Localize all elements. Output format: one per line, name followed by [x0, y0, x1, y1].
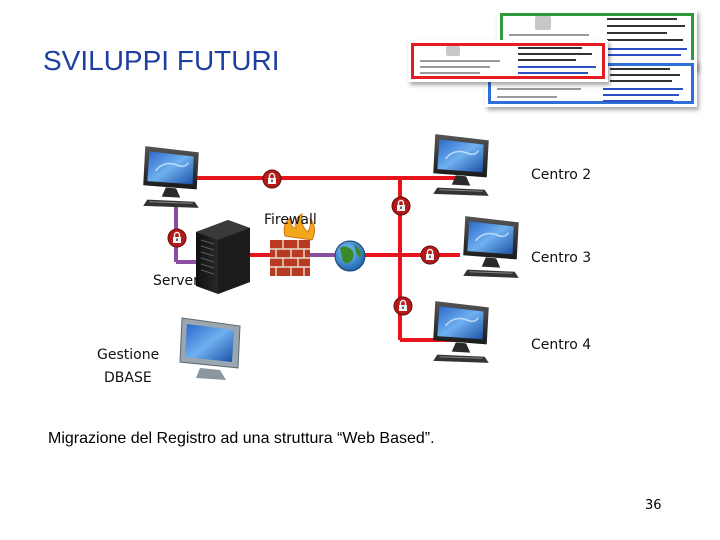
slide-caption: Migrazione del Registro ad una struttura…	[48, 430, 435, 447]
lock-icon	[393, 296, 413, 316]
monitor-icon	[179, 317, 241, 380]
label-centro-3: Centro 3	[531, 250, 592, 266]
label-centro-4: Centro 4	[531, 337, 592, 353]
globe-icon	[334, 240, 366, 272]
monitor-icon	[142, 145, 200, 209]
seal-icon	[446, 46, 460, 56]
label-gestione: Gestione	[97, 347, 160, 363]
lock-icon	[262, 169, 282, 189]
monitor-icon	[432, 300, 490, 364]
document-thumbnail-red	[408, 40, 608, 82]
monitor-icon	[432, 133, 490, 197]
page-number: 36	[645, 498, 662, 513]
monitor-icon	[462, 215, 520, 279]
lock-icon	[420, 245, 440, 265]
firewall-icon	[270, 213, 316, 276]
label-dbase: DBASE	[104, 370, 152, 386]
slide-title: SVILUPPI FUTURI	[43, 45, 280, 76]
server-tower-icon	[196, 220, 250, 294]
label-server: Server	[153, 273, 199, 289]
label-centro-2: Centro 2	[531, 167, 592, 183]
lock-icon	[391, 196, 411, 216]
seal-icon	[535, 16, 551, 30]
lock-icon	[167, 228, 187, 248]
label-firewall: Firewall	[264, 212, 317, 228]
